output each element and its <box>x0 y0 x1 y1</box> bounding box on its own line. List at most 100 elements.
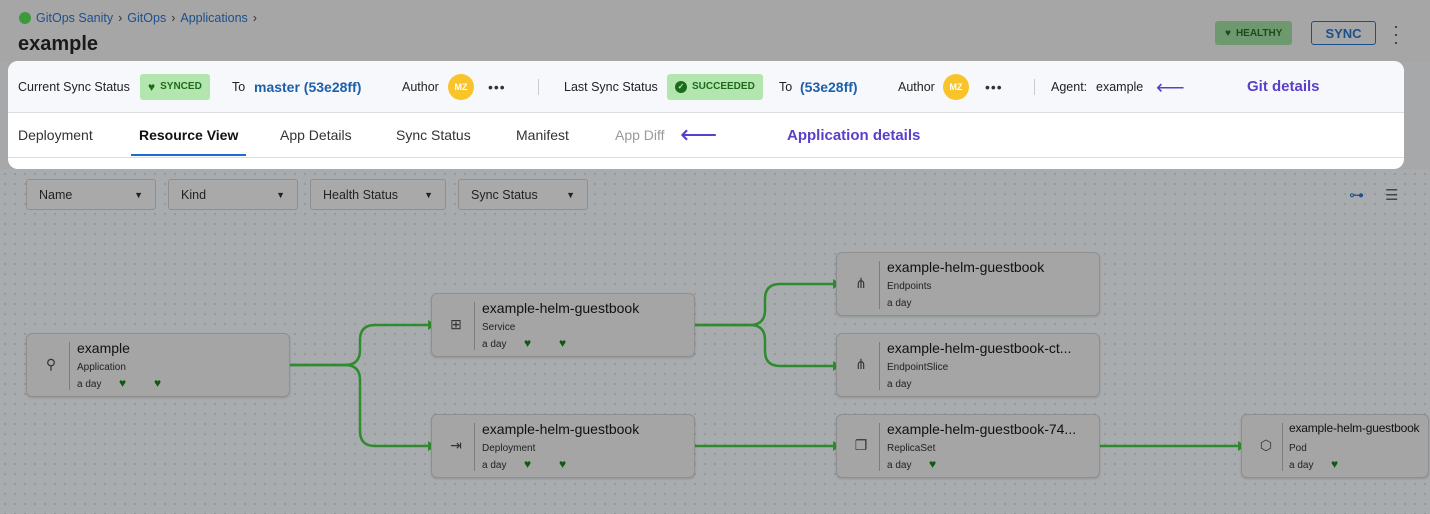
page-title: example <box>18 33 99 55</box>
node-age: a day <box>482 339 507 350</box>
node-kind: Endpoints <box>887 281 932 292</box>
tab-app-details[interactable]: App Details <box>280 127 352 143</box>
filter-label: Health Status <box>323 187 399 202</box>
resource-node[interactable]: ⚲ example Application a day ♥ ♥ <box>26 333 290 397</box>
breadcrumb-gitops[interactable]: GitOps <box>127 11 167 25</box>
divider <box>1282 423 1283 471</box>
last-sync-label: Last Sync Status <box>564 79 658 94</box>
node-name: example-helm-guestbook <box>482 421 640 437</box>
filter-label: Name <box>39 187 73 202</box>
node-kind: Deployment <box>482 443 536 454</box>
resource-node[interactable]: ⋔ example-helm-guestbook Endpoints a day <box>836 252 1100 316</box>
details-panel: Current Sync Status ♥SYNCED To master (5… <box>8 61 1404 169</box>
breadcrumb-gitops-sanity[interactable]: GitOps Sanity <box>36 11 114 25</box>
node-kind: Pod <box>1289 443 1307 454</box>
resource-node[interactable]: ⬡ example-helm-guestbook Pod a day♥ <box>1241 414 1429 478</box>
filter-name[interactable]: Name ▼ <box>26 179 156 210</box>
replicaset-icon: ❐ <box>854 437 868 453</box>
deployment-icon: ⇥ <box>450 437 462 453</box>
node-kind: EndpointSlice <box>887 362 949 373</box>
arrow-left-icon: ⟵ <box>1156 77 1185 99</box>
chevron-down-icon: ▼ <box>566 189 575 200</box>
divider <box>474 302 475 350</box>
divider <box>879 423 880 471</box>
breadcrumb: GitOps Sanity › GitOps › Applications › <box>19 11 257 25</box>
tab-deployment[interactable]: Deployment <box>18 127 93 143</box>
tab-bar: Deployment Resource View App Details Syn… <box>8 113 1404 158</box>
current-sync-label: Current Sync Status <box>18 79 130 94</box>
chevron-right-icon: › <box>171 11 176 25</box>
health-heart-icon: ♥ <box>119 376 127 390</box>
node-kind: ReplicaSet <box>887 443 936 454</box>
health-heart-icon: ♥ <box>524 457 532 471</box>
node-age: a day <box>77 379 102 390</box>
tab-sync-status[interactable]: Sync Status <box>396 127 471 143</box>
pod-icon: ⬡ <box>1259 437 1273 453</box>
agent-value[interactable]: example <box>1096 79 1144 94</box>
tab-manifest[interactable]: Manifest <box>516 127 569 143</box>
edge <box>695 282 833 327</box>
author-avatar[interactable]: MZ <box>943 73 969 100</box>
synced-badge: ♥SYNCED <box>140 73 210 100</box>
health-badge: ♥ HEALTHY <box>1215 21 1293 45</box>
more-options-icon[interactable]: ··· <box>1393 16 1399 52</box>
chevron-down-icon: ▼ <box>134 189 143 200</box>
check-circle-icon: ✓ <box>675 80 687 93</box>
sync-button[interactable]: SYNC <box>1311 21 1376 45</box>
header: GitOps Sanity › GitOps › Applications › exa… <box>0 0 1430 62</box>
sync-heart-icon: ♥ <box>154 376 162 390</box>
edge <box>695 323 833 368</box>
chevron-down-icon: ▼ <box>424 189 433 200</box>
node-name: example <box>77 340 130 356</box>
node-age: a day <box>887 298 912 309</box>
node-kind: Application <box>77 362 126 373</box>
chevron-down-icon: ▼ <box>276 189 285 200</box>
git-details-annotation: Git details <box>1247 78 1320 95</box>
agent-label: Agent: <box>1051 79 1088 94</box>
node-age: a day <box>887 460 912 471</box>
node-kind: Service <box>482 322 516 333</box>
last-revision-link[interactable]: (53e28ff) <box>800 78 858 95</box>
filter-sync-status[interactable]: Sync Status▼ <box>458 179 588 210</box>
chevron-right-icon: › <box>252 11 257 25</box>
more-dots-icon[interactable]: ••• <box>985 78 1003 95</box>
chevron-right-icon: › <box>118 11 123 25</box>
resource-graph-canvas[interactable] <box>0 169 1430 514</box>
edge <box>290 323 428 367</box>
resource-node[interactable]: ⊞ example-helm-guestbook Service a day♥♥ <box>431 293 695 357</box>
divider <box>69 342 70 390</box>
tab-resource-view[interactable]: Resource View <box>130 127 247 156</box>
breadcrumb-applications[interactable]: Applications <box>180 11 248 25</box>
to-label: To <box>779 79 793 94</box>
filter-kind[interactable]: Kind ▼ <box>168 179 298 210</box>
edge <box>290 363 428 448</box>
tree-view-icon[interactable]: ⊶ <box>1349 187 1364 204</box>
divider <box>879 342 880 390</box>
health-heart-icon: ♥ <box>1331 457 1339 471</box>
author-label: Author <box>402 79 439 94</box>
endpoints-icon: ⋔ <box>855 275 867 291</box>
filter-health-status[interactable]: Health Status ▼ <box>310 179 446 210</box>
current-revision-link[interactable]: master (53e28ff) <box>254 78 362 95</box>
divider <box>1034 78 1035 95</box>
author-label: Author <box>898 79 935 94</box>
list-view-icon[interactable]: ☰ <box>1385 187 1399 204</box>
divider <box>879 261 880 309</box>
divider <box>474 423 475 471</box>
divider <box>538 78 539 95</box>
author-avatar[interactable]: MZ <box>448 73 474 100</box>
heart-icon: ♥ <box>1225 27 1231 39</box>
health-badge-label: HEALTHY <box>1235 27 1283 39</box>
more-dots-icon[interactable]: ••• <box>488 78 506 95</box>
resource-node[interactable]: ⇥ example-helm-guestbook Deployment a da… <box>431 414 695 478</box>
resource-node[interactable]: ❐ example-helm-guestbook-74... ReplicaSe… <box>836 414 1100 478</box>
application-icon: ⚲ <box>45 356 57 372</box>
filter-label: Kind <box>181 187 207 202</box>
resource-node[interactable]: ⋔ example-helm-guestbook-ct... EndpointS… <box>836 333 1100 397</box>
health-heart-icon: ♥ <box>524 336 532 350</box>
service-icon: ⊞ <box>450 316 462 332</box>
gitops-logo-icon <box>19 12 31 24</box>
heart-icon: ♥ <box>148 79 156 94</box>
succeeded-badge-label: SUCCEEDED <box>692 81 755 92</box>
